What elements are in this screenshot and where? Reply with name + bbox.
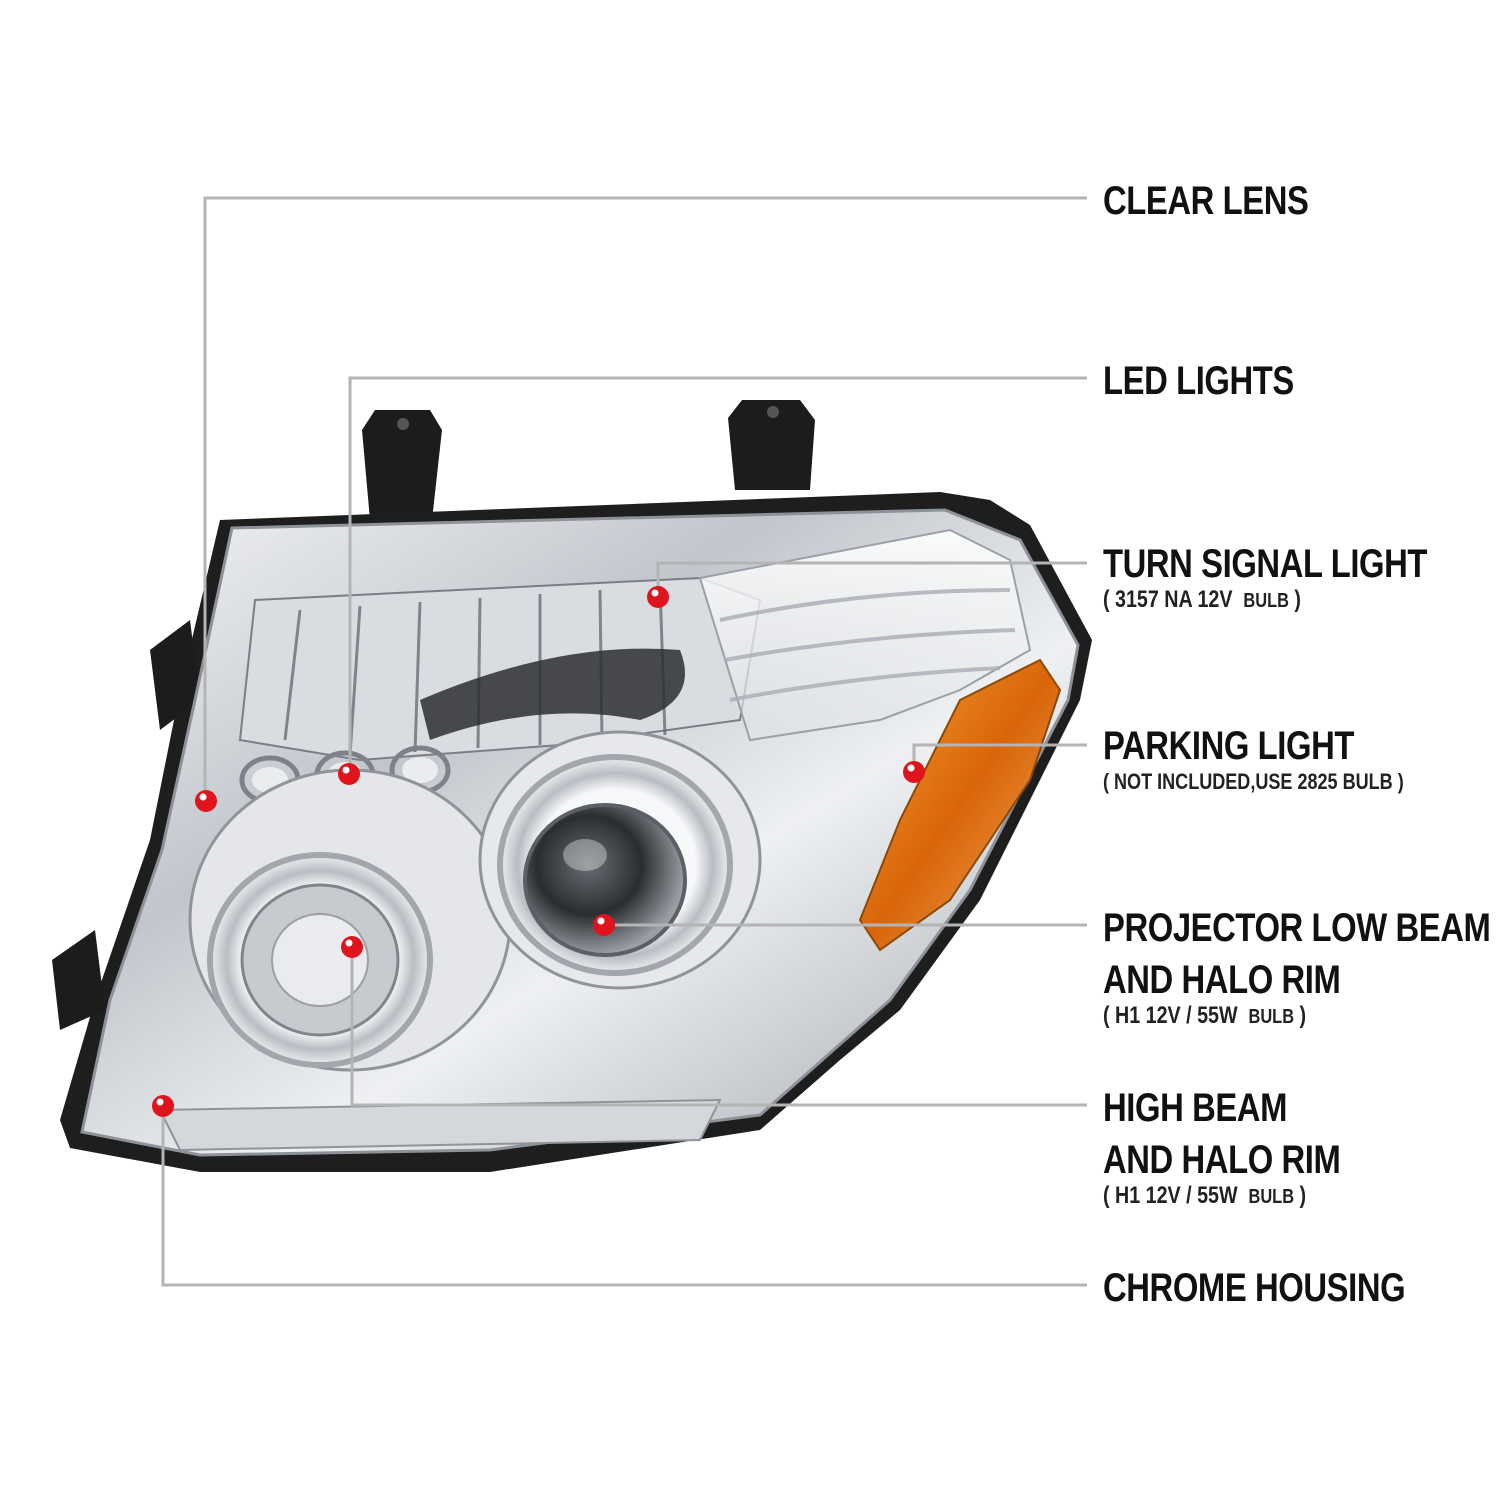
side-bracket-top xyxy=(150,620,200,730)
label-turn-signal-light: TURN SIGNAL LIGHT ( 3157 NA 12V BULB ) xyxy=(1103,543,1498,616)
mount-tab-left xyxy=(362,410,442,520)
label-spec: ( 3157 NA 12V BULB ) xyxy=(1103,586,1301,613)
label-chrome-housing: CHROME HOUSING xyxy=(1103,1267,1472,1309)
label-title-line2: AND HALO RIM xyxy=(1103,958,1341,1002)
leader-clear-lens xyxy=(203,196,1087,800)
leader-led-lights xyxy=(348,376,1087,775)
marker-group xyxy=(152,586,925,1117)
label-title: TURN SIGNAL LIGHT xyxy=(1103,542,1428,586)
label-title: HIGH BEAM xyxy=(1103,1086,1288,1130)
leader-high-beam xyxy=(350,947,1087,1107)
leader-chrome-housing xyxy=(161,1106,1087,1287)
mount-tab-right xyxy=(728,400,815,490)
marker-parking-light xyxy=(903,761,925,783)
marker-led-lights xyxy=(338,763,360,785)
label-spec: ( NOT INCLUDED,USE 2825 BULB ) xyxy=(1103,769,1404,794)
side-bracket-bottom xyxy=(52,930,105,1030)
label-projector-low-beam: PROJECTOR LOW BEAM AND HALO RIM ( H1 12V… xyxy=(1103,907,1500,1032)
marker-turn-signal xyxy=(647,586,669,608)
marker-chrome-housing xyxy=(152,1095,174,1117)
marker-projector-low-beam xyxy=(593,914,615,936)
label-spec: ( H1 12V / 55W BULB ) xyxy=(1103,1002,1307,1029)
label-clear-lens: CLEAR LENS xyxy=(1103,180,1354,222)
parking-light-lens xyxy=(858,658,1062,952)
label-title: LED LIGHTS xyxy=(1103,359,1294,403)
label-parking-light: PARKING LIGHT ( NOT INCLUDED,USE 2825 BU… xyxy=(1103,725,1470,797)
label-title: PARKING LIGHT xyxy=(1103,724,1354,768)
projector-lens xyxy=(523,803,687,957)
marker-high-beam xyxy=(341,936,363,958)
label-title: CHROME HOUSING xyxy=(1103,1266,1406,1310)
leader-turn-signal xyxy=(656,561,1087,597)
headlight-illustration xyxy=(52,400,1092,1172)
label-title: PROJECTOR LOW BEAM xyxy=(1103,906,1491,950)
marker-clear-lens xyxy=(195,790,217,812)
label-led-lights: LED LIGHTS xyxy=(1103,360,1336,402)
label-title-line2: AND HALO RIM xyxy=(1103,1138,1341,1182)
label-high-beam: HIGH BEAM AND HALO RIM ( H1 12V / 55W BU… xyxy=(1103,1087,1393,1212)
label-spec: ( H1 12V / 55W BULB ) xyxy=(1103,1182,1307,1209)
label-title: CLEAR LENS xyxy=(1103,179,1309,223)
